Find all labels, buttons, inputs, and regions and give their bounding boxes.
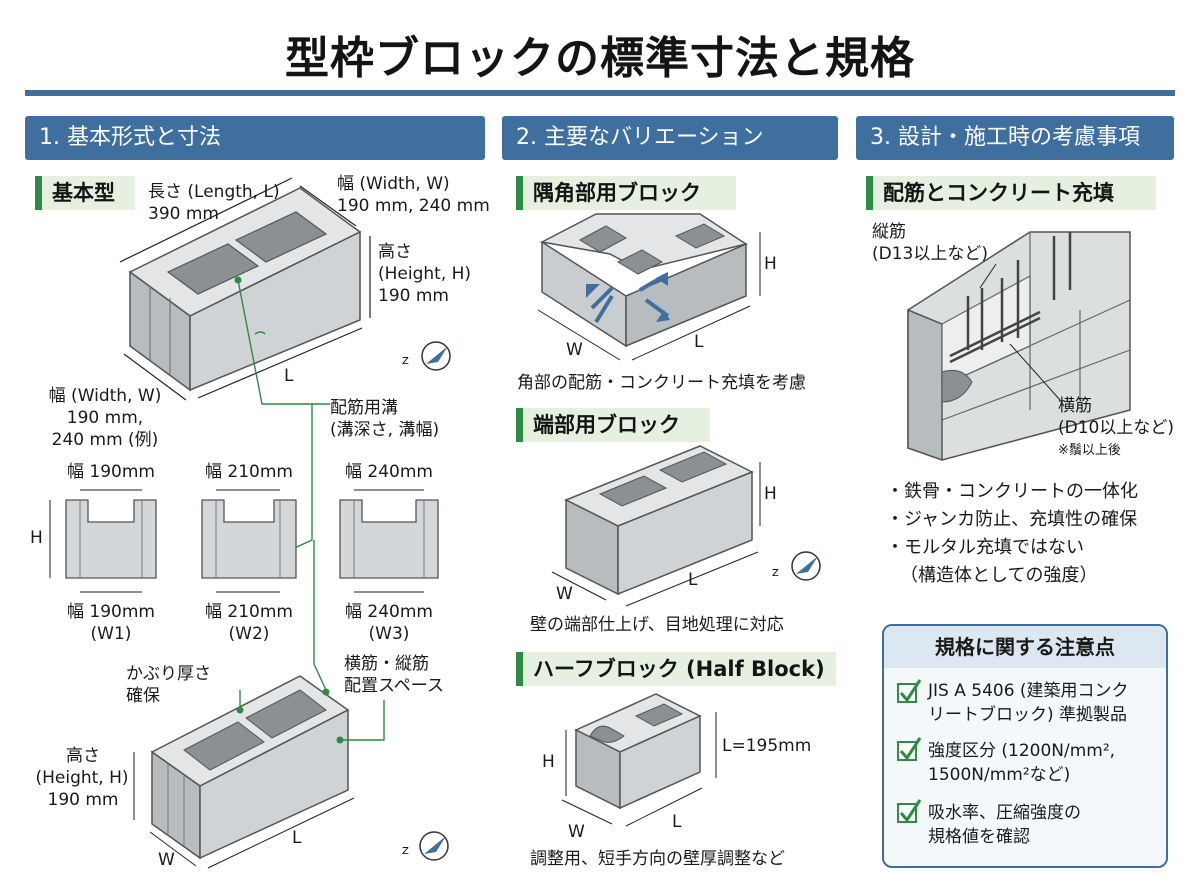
width-left-value1: 190 mm, [66,408,144,428]
section-w1 [49,489,157,593]
rebar-space-label: 横筋・縦筋 [344,654,429,674]
height-value: 190 mm [378,286,449,306]
half-caption: 調整用、短手方向の壁厚調整など [530,849,785,869]
svg-text:Z: Z [772,568,779,579]
note-item-3-line2: 規格値を確認 [928,827,1030,847]
section-w2-code: (W2) [228,624,270,644]
check-icon-2 [897,737,922,761]
section-w1-code: (W1) [90,624,132,644]
section-w1-bottom: 幅 190mm [67,602,155,622]
design-bullet-3: ・モルタル充填ではない [886,537,1084,558]
end-caption: 壁の端部仕上げ、目地処理に対応 [530,615,784,635]
length-value: 390 mm [148,204,219,224]
svg-text:Z: Z [402,356,409,367]
subhead-half-block: ハーフブロック (Half Block) [516,652,836,686]
width-left-value2: 240 mm (例) [51,430,159,450]
end-h-label: H [764,484,777,504]
check-icon-1 [897,679,922,703]
section-w3-bottom: 幅 240mm [345,602,433,622]
note-item-2-line2: 1500N/mm²など) [928,765,1071,785]
groove-label: 配筋用溝 [330,398,398,418]
svg-text:Z: Z [402,846,409,857]
end-l-label: L [688,570,698,590]
section-w2-bottom: 幅 210mm [205,602,293,622]
section-w2-top: 幅 210mm [205,462,293,482]
design-bullet-2: ・ジャンカ防止、充填性の確保 [886,509,1138,530]
corner-w-label: W [566,340,583,360]
note-item-3-line1: 吸水率、圧縮強度の [928,803,1081,823]
length2-label: L [292,828,302,848]
design-bullet-4: （構造体としての強度） [900,565,1098,586]
horizontal-rebar-sub: (D10以上など) [1058,418,1174,438]
section-w1-top: 幅 190mm [67,462,155,482]
corner-caption: 角部の配筋・コンクリート充填を考慮 [517,373,806,393]
half-h-label: H [542,752,555,772]
corner-h-label: H [764,254,777,274]
section-w3-top: 幅 240mm [345,462,433,482]
half-l-value: L=195mm [722,736,812,756]
subhead-rebar-fill: 配筋とコンクリート充填 [866,176,1156,210]
section-w3-code: (W3) [368,624,410,644]
subhead-end-block: 端部用ブロック [516,408,710,442]
section-h-label: H [30,528,43,548]
cover-label: かぶり厚さ [126,664,211,684]
subhead-corner-block: 隅角部用ブロック [516,176,736,210]
height-en-label: (Height, H) [378,264,472,284]
half-l-label: L [672,812,682,832]
length-l-label: L [284,366,294,386]
width2-label: W [158,850,175,870]
note-item-1-line2: リートブロック) 準拠製品 [928,705,1128,725]
horizontal-rebar-note: ※鬚以上後 [1058,443,1121,458]
section-w2 [201,489,297,593]
section-header-variations: 2. 主要なバリエーション [502,116,838,160]
width-top-value: 190 mm, 240 mm [337,196,490,216]
design-bullet-1: ・鉄骨・コンクリートの一体化 [886,481,1138,502]
title-divider [25,90,1175,96]
standards-note-title: 規格に関する注意点 [884,626,1166,668]
height2-value: 190 mm [47,790,119,810]
horizontal-rebar-label: 横筋 [1058,396,1092,416]
height2-label: 高さ [66,746,100,766]
section-w3 [339,489,439,593]
section-header-design: 3. 設計・施工時の考慮事項 [856,116,1174,160]
length-label: 長さ (Length, L) [148,182,280,202]
height-label: 高さ [378,242,412,262]
corner-l-label: L [694,332,704,352]
vertical-rebar-label: 縦筋 [872,222,906,242]
groove-sub-label: (溝深さ, 溝幅) [330,420,440,440]
section-header-basic: 1. 基本形式と寸法 [25,116,485,160]
note-item-1-line1: JIS A 5406 (建築用コンク [928,681,1129,701]
basic-block-drawing: Z Z [49,177,451,869]
note-item-2-line1: 強度区分 (1200N/mm², [928,741,1116,761]
half-w-label: W [568,822,585,842]
end-w-label: W [556,584,573,604]
width-left-label: 幅 (Width, W) [48,386,162,406]
height2-en-label: (Height, H) [35,768,129,788]
width-top-label: 幅 (Width, W) [337,174,450,194]
check-icon-3 [897,799,922,823]
page-title: 型枠ブロックの標準寸法と規格 [285,33,915,84]
subhead-basic-type: 基本型 [35,176,135,210]
vertical-rebar-sub: (D13以上など) [872,244,988,264]
rebar-space-label-2: 配置スペース [344,676,444,696]
cover-label-2: 確保 [126,686,160,706]
